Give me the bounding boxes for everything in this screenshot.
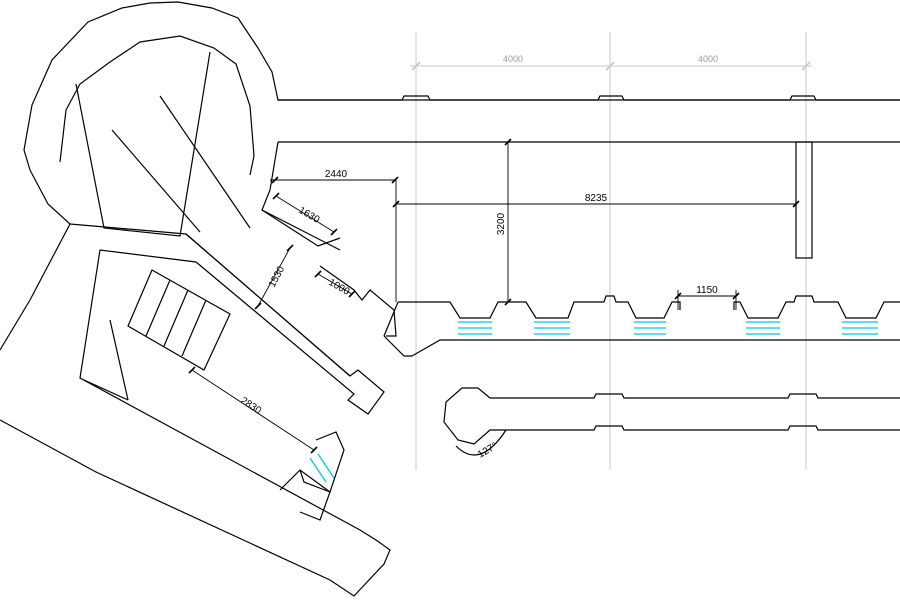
stair-tread — [145, 279, 171, 337]
wing-top-wall — [0, 223, 391, 597]
wing-inner-line — [185, 233, 351, 377]
tower-left-wall — [0, 169, 71, 351]
axis-dimension-label-1: 4000 — [503, 54, 523, 64]
tower-inner-void — [75, 51, 211, 237]
tower-inner-wall — [59, 35, 255, 176]
stair-tread — [163, 289, 189, 347]
dim-tick — [504, 138, 512, 146]
diagonal-wing — [0, 209, 397, 597]
stair-tread — [181, 299, 207, 357]
gallery-entry — [383, 335, 412, 357]
window-gallery — [309, 295, 900, 483]
lower-corridor-top — [490, 393, 900, 399]
dimension-2830-line — [191, 369, 315, 451]
dimension-8235-label: 8235 — [585, 193, 608, 204]
dim-tick — [254, 302, 262, 310]
wing-divider — [83, 379, 129, 401]
gallery-top-wall-right — [733, 295, 900, 319]
window-niche — [299, 431, 345, 493]
dim-tick — [271, 176, 279, 184]
gallery-bottom-wall — [411, 339, 900, 357]
octagonal-tower — [0, 1, 900, 351]
dim-tick — [314, 270, 322, 278]
window-6-pane — [317, 453, 335, 479]
dim-tick — [732, 292, 740, 300]
lower-corridor: 127° — [443, 387, 900, 461]
gallery-left-step — [383, 301, 399, 337]
dim-tick — [188, 366, 196, 374]
wall-segment-1000 — [319, 265, 397, 337]
gallery-top-wall — [398, 295, 681, 319]
dimension-lines: 2440 8235 3200 1150 1630 1530 1000 — [188, 138, 800, 454]
axis-tick — [801, 61, 811, 71]
tower-ramp-1 — [111, 129, 201, 233]
round-bastion — [443, 387, 496, 445]
dimension-2830-label: 2830 — [238, 395, 263, 417]
dimension-1630-line — [275, 195, 335, 233]
window-6-pane — [309, 457, 327, 483]
dim-tick — [272, 192, 280, 200]
dim-tick — [330, 228, 338, 236]
upper-corridor — [261, 95, 900, 259]
axis-tick — [411, 61, 421, 71]
dimension-3200-label: 3200 — [496, 212, 507, 235]
dim-tick — [391, 176, 399, 184]
dim-tick — [286, 244, 294, 252]
angle-arc — [455, 429, 507, 456]
axis-dimension-label-2: 4000 — [698, 54, 718, 64]
tower-ramp-2 — [159, 95, 251, 229]
dimension-1630-label: 1630 — [297, 205, 322, 226]
dimension-1000-label: 1000 — [327, 277, 352, 298]
lower-niche — [279, 469, 331, 521]
dimension-1150-label: 1150 — [696, 285, 718, 296]
staircase-outline — [127, 269, 231, 371]
dimension-1530-line — [257, 247, 291, 307]
dimension-1530-label: 1530 — [267, 264, 287, 289]
tower-outer-wall — [23, 1, 900, 171]
dimension-2440-label: 2440 — [325, 169, 348, 180]
pillar-right — [795, 141, 813, 259]
dim-tick — [674, 292, 682, 300]
lower-corridor-bottom — [496, 425, 900, 431]
dim-tick — [348, 290, 356, 298]
corridor-top-wall — [278, 95, 900, 101]
stair-landing — [109, 319, 129, 401]
window-set — [309, 321, 878, 483]
dimension-1000-line — [317, 273, 353, 295]
wall-segment-1530 — [261, 209, 341, 251]
dim-tick — [792, 200, 800, 208]
axis-grid: 4000 4000 — [410, 32, 812, 470]
dim-tick — [504, 298, 512, 306]
axis-tick — [605, 61, 615, 71]
dim-tick — [310, 446, 318, 454]
dim-tick — [392, 200, 400, 208]
